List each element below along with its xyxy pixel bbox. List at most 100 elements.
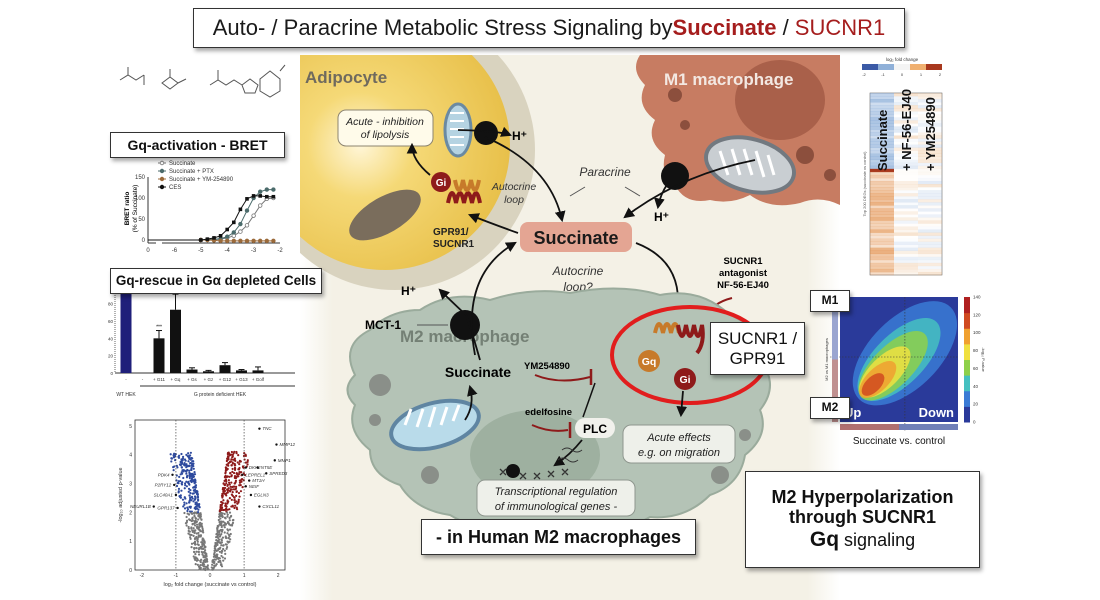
volcano-point [183, 511, 186, 515]
heatmap-cell [894, 199, 918, 203]
volcano-point [201, 562, 204, 565]
volcano-point [189, 489, 192, 492]
volcano-point [185, 453, 188, 457]
volcano-point [231, 491, 234, 494]
bret-point [271, 187, 276, 192]
volcano-point [235, 490, 238, 494]
volcano-point [188, 513, 191, 516]
volcano-point [199, 521, 202, 524]
heatmap-cell [918, 214, 942, 218]
heatmap-cell [870, 162, 894, 167]
volcano-point [198, 505, 201, 508]
heatmap-cell [870, 193, 894, 197]
volcano-point [230, 458, 233, 461]
volcano-point [223, 524, 226, 527]
volcano-point [227, 456, 230, 459]
heatmap-cell [918, 208, 942, 212]
volcano-point [233, 450, 236, 453]
heatmap-cell [918, 226, 942, 230]
rrho-colorbar-segment [964, 312, 970, 329]
bret-series-line [148, 195, 274, 241]
volcano-point [223, 549, 226, 552]
heatmap-cell [894, 111, 918, 115]
volcano-point [185, 472, 188, 475]
volcano-point [229, 460, 233, 463]
bret-point [224, 238, 230, 244]
volcano-y-tick: 2 [129, 510, 132, 516]
heatmap-cell [894, 108, 918, 112]
volcano-point [221, 492, 224, 495]
rrho-colorbar-segment [964, 343, 970, 360]
volcano-point [216, 539, 219, 542]
volcano-point [227, 487, 230, 490]
volcano-point [185, 515, 188, 519]
heatmap-cell [894, 156, 918, 161]
heatmap-cell [870, 144, 894, 148]
volcano-point [201, 547, 204, 550]
heatmap-cell [894, 93, 918, 97]
title-succinate: Succinate [672, 15, 777, 40]
rescue-bar [219, 365, 231, 373]
volcano-point [201, 545, 204, 548]
volcano-point [238, 459, 242, 462]
volcano-point [198, 566, 201, 569]
gi-label-m2: Gi [679, 374, 690, 386]
bret-point [199, 238, 203, 242]
volcano-point [188, 476, 191, 480]
volcano-point [175, 474, 178, 477]
antagonist-label-1: SUCNR1 [723, 256, 763, 267]
antagonist-label-2: antagonist [719, 268, 768, 279]
volcano-point [187, 532, 190, 535]
heatmap-cell [918, 138, 942, 142]
heatmap-cell [894, 135, 918, 139]
heatmap-cell [870, 190, 894, 194]
heatmap-cell [870, 168, 894, 173]
volcano-point [190, 475, 193, 478]
volcano-point [244, 461, 248, 464]
heatmap-cell [870, 150, 894, 154]
volcano-point [201, 551, 204, 554]
heatmap-cell [894, 180, 918, 185]
volcano-point [197, 515, 200, 518]
volcano-gene-label: NEIF [249, 484, 260, 489]
volcano-labeled-point [171, 473, 174, 477]
volcano-point [199, 513, 202, 516]
volcano-point [192, 555, 195, 558]
heatmap-cell [870, 111, 894, 115]
volcano-point [217, 557, 220, 560]
heatmap-cell [870, 123, 894, 127]
volcano-point [203, 549, 207, 552]
volcano-point [199, 524, 203, 527]
volcano-point [196, 492, 199, 496]
heatmap-cell [918, 202, 942, 206]
bret-point [218, 238, 223, 244]
volcano-labeled-point [176, 506, 179, 510]
volcano-point [185, 485, 188, 488]
volcano-point [224, 552, 227, 555]
m2-macrophage-cell [346, 287, 771, 534]
volcano-point [191, 462, 194, 465]
volcano-point [183, 507, 187, 510]
heatmap-cell [870, 247, 894, 252]
volcano-point [185, 480, 188, 483]
heatmap-cell [918, 196, 942, 200]
bret-point [251, 213, 256, 218]
heatmap-cell [918, 150, 942, 154]
volcano-point [220, 541, 224, 544]
volcano-point [231, 461, 234, 464]
volcano-point [172, 465, 175, 469]
volcano-point [204, 555, 208, 558]
heatmap-cell [918, 93, 942, 97]
m2-callout: M2 [810, 397, 850, 419]
volcano-point [193, 515, 196, 518]
bret-y-tick: 100 [135, 196, 146, 202]
volcano-point [193, 489, 196, 492]
volcano-point [205, 552, 208, 555]
volcano-point [218, 547, 221, 550]
m1-macrophage-label: M1 macrophage [664, 70, 793, 89]
volcano-point [231, 455, 234, 458]
heatmap-cell [870, 171, 894, 176]
bret-point [257, 189, 263, 194]
succinate-main-label: Succinate [533, 228, 618, 248]
volcano-point [225, 463, 228, 466]
